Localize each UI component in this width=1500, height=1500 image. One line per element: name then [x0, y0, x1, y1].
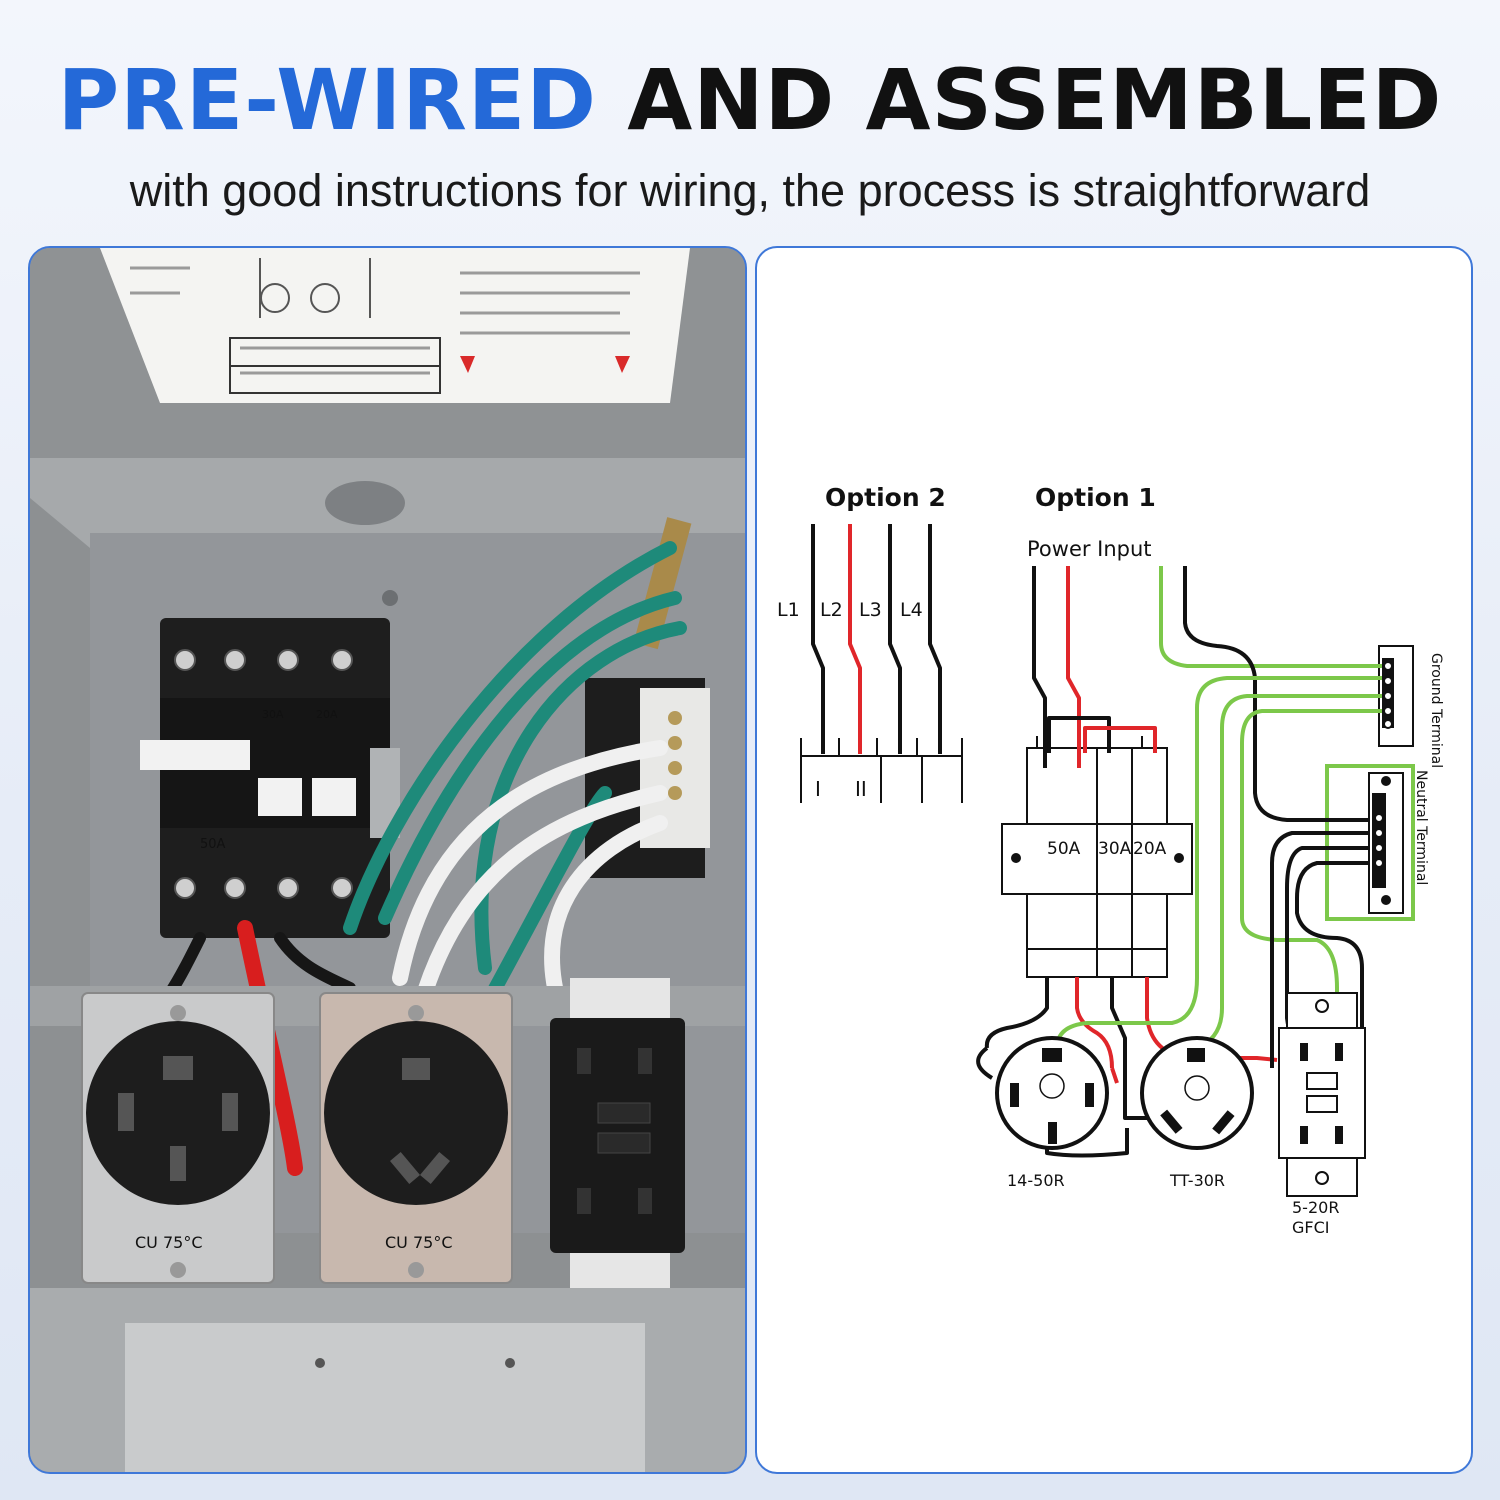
ground-bar	[633, 517, 692, 650]
receptacle-tt-30r: CU 75°C	[319, 992, 513, 1284]
wiring-diagram: Option 2 L1 L2 L3 L4 I II Option 1 Power…	[777, 483, 1444, 1237]
ground-terminal-label: Ground Terminal	[1428, 653, 1444, 768]
instruction-sheet	[100, 248, 690, 403]
breaker-diagram: 50A 30A 20A	[1001, 736, 1193, 978]
breaker-rating-20a: 20A	[316, 708, 338, 721]
option-1-title: Option 1	[1035, 483, 1156, 512]
option-2-line-1: L1	[777, 599, 800, 621]
option-2-pole-2: II	[855, 777, 867, 801]
option-2-title: Option 2	[825, 483, 946, 512]
receptacle-label-14-50r: 14-50R	[1007, 1171, 1065, 1190]
receptacle-label-gfci: GFCI	[1292, 1218, 1330, 1237]
option-2-line-4: L4	[900, 599, 923, 621]
receptacle-14-50r: CU 75°C	[81, 992, 275, 1284]
option-2-line-3: L3	[859, 599, 882, 621]
ground-terminal	[1378, 645, 1414, 747]
breaker-rating-30a: 30A	[262, 708, 284, 721]
diagram-gfci-receptacle	[1278, 992, 1366, 1197]
breaker-block: 50A 30A 20A	[140, 618, 400, 938]
subtitle: with good instructions for wiring, the p…	[129, 165, 1371, 216]
receptacle-label-5-20r: 5-20R	[1292, 1198, 1339, 1217]
headline: PRE-WIRED AND ASSEMBLED	[0, 58, 1500, 142]
breaker-rating-50a: 50A	[200, 837, 226, 852]
diagram-receptacle-tt-30r	[1140, 1036, 1254, 1150]
wiring-diagram-panel: Option 2 L1 L2 L3 L4 I II Option 1 Power…	[755, 246, 1473, 1474]
receptacle-label-tt-30r: TT-30R	[1169, 1171, 1225, 1190]
breaker-label-30a: 30A	[1098, 839, 1132, 859]
power-input-label: Power Input	[1027, 537, 1152, 561]
diagram-receptacle-14-50r	[995, 1036, 1109, 1150]
neutral-terminal	[1368, 772, 1404, 914]
product-photo-panel: 50A 30A 20A	[28, 246, 747, 1474]
breaker-label-50a: 50A	[1047, 839, 1081, 859]
headline-rest: AND ASSEMBLED	[627, 51, 1443, 149]
product-photo: 50A 30A 20A	[30, 248, 745, 1472]
gfci-receptacle	[550, 978, 685, 1288]
option-2-line-2: L2	[820, 599, 843, 621]
breaker-label-20a: 20A	[1133, 839, 1167, 859]
receptacle-2-marking: CU 75°C	[385, 1233, 453, 1252]
option-2-pole-1: I	[815, 777, 821, 801]
receptacle-1-marking: CU 75°C	[135, 1233, 203, 1252]
headline-highlight: PRE-WIRED	[57, 51, 597, 149]
neutral-terminal-label: Neutral Terminal	[1413, 770, 1429, 885]
